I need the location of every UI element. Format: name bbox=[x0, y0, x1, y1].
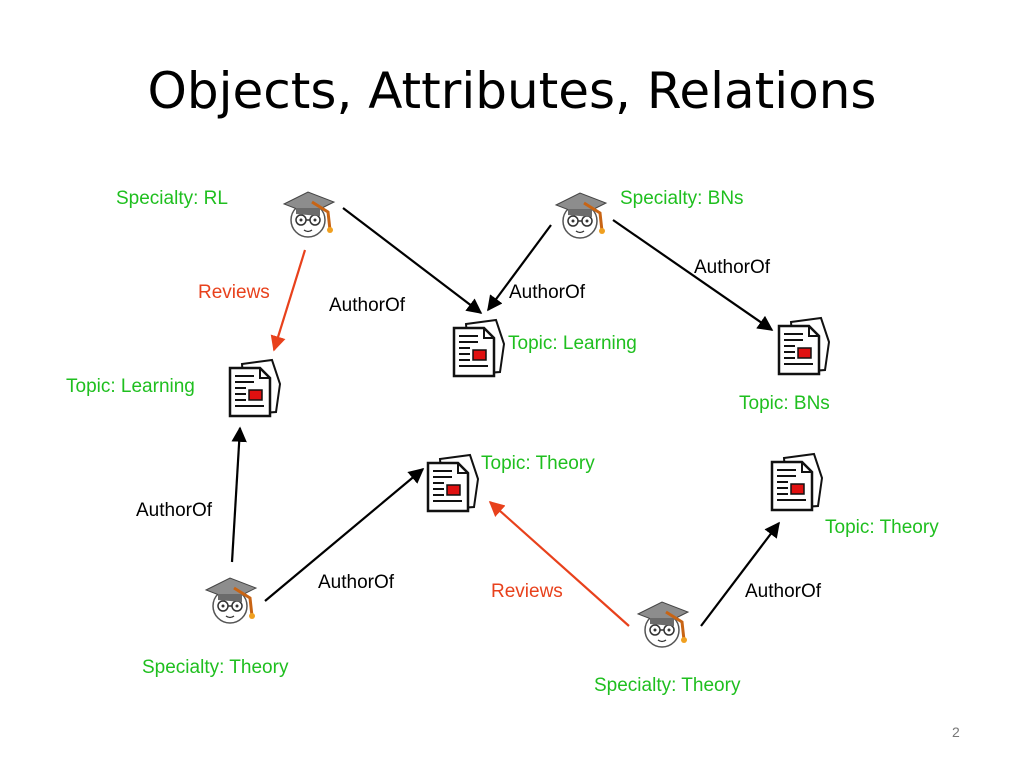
edge-p4-d5-authorof bbox=[700, 521, 780, 627]
relation-label-authorof: AuthorOf bbox=[745, 581, 822, 602]
person-specialty-label: Specialty: RL bbox=[116, 188, 228, 209]
paper-topic-label: Topic: Learning bbox=[66, 376, 195, 397]
document-paper-icon bbox=[777, 316, 831, 376]
relation-label-authorof: AuthorOf bbox=[694, 257, 771, 278]
person-specialty-label: Specialty: Theory bbox=[142, 657, 289, 678]
graduate-professor-icon bbox=[204, 576, 258, 625]
paper-topic-label: Topic: Theory bbox=[481, 453, 595, 474]
relation-label-authorof: AuthorOf bbox=[509, 282, 586, 303]
edge-p1-d1-reviews bbox=[270, 249, 307, 352]
graduate-professor-icon bbox=[636, 600, 690, 649]
graduate-professor-icon bbox=[282, 190, 336, 239]
paper-topic-label: Topic: Learning bbox=[508, 333, 637, 354]
document-paper-icon bbox=[228, 358, 282, 418]
paper-topic-label: Topic: Theory bbox=[825, 517, 939, 538]
relation-label-reviews: Reviews bbox=[198, 282, 270, 303]
edge-p4-d4-reviews bbox=[488, 500, 630, 627]
edge-p1-d2-authorof bbox=[342, 207, 483, 314]
person-specialty-label: Specialty: Theory bbox=[594, 675, 741, 696]
slide-title: Objects, Attributes, Relations bbox=[147, 62, 877, 120]
document-paper-icon bbox=[426, 453, 480, 513]
paper-topic-label: Topic: BNs bbox=[739, 393, 830, 414]
relation-label-authorof: AuthorOf bbox=[136, 500, 213, 521]
slide-number: 2 bbox=[952, 724, 960, 740]
document-paper-icon bbox=[770, 452, 824, 512]
relation-label-authorof: AuthorOf bbox=[318, 572, 395, 593]
relation-label-authorof: AuthorOf bbox=[329, 295, 406, 316]
edge-p3-d4-authorof bbox=[264, 468, 425, 602]
graduate-professor-icon bbox=[554, 191, 608, 240]
edge-p2-d2-authorof bbox=[487, 224, 552, 312]
edge-p3-d1-authorof bbox=[230, 426, 247, 563]
person-specialty-label: Specialty: BNs bbox=[620, 188, 744, 209]
relation-label-reviews: Reviews bbox=[491, 581, 563, 602]
edge-p2-d3-authorof bbox=[612, 219, 774, 331]
document-paper-icon bbox=[452, 318, 506, 378]
